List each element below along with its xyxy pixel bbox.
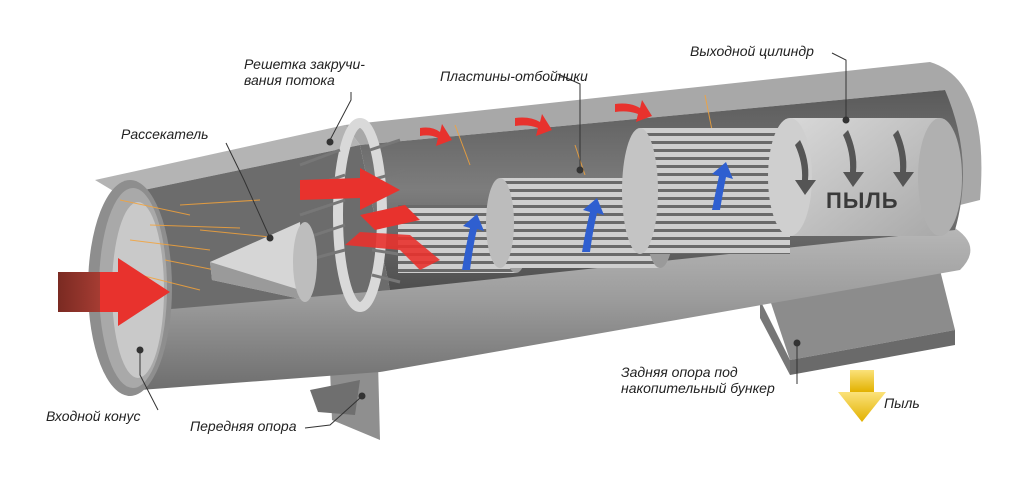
label-swirl-grate-line2: вания потока [244,72,335,88]
updraft-arrows [462,162,733,270]
label-dust-inside: ПЫЛЬ [826,188,899,213]
dust-settle-arrows [795,130,914,195]
label-outlet-cylinder: Выходной цилиндр [690,43,814,59]
label-front-support: Передняя опора [190,418,297,434]
airflow-arrows [300,100,652,270]
diffuser-cone [210,222,317,302]
label-inlet-cone: Входной конус [46,408,141,424]
label-dust-outlet: Пыль [884,395,920,411]
label-rear-support: Задняя опора под накопительный бункер [621,364,775,396]
dust-outlet-arrow [838,370,886,422]
label-rear-support-line1: Задняя опора под [621,364,738,380]
label-swirl-grate: Решетка закручи- вания потока [244,56,365,88]
label-swirl-grate-line1: Решетка закручи- [244,56,365,72]
label-deflector-plates: Пластины-отбойники [440,68,588,84]
front-support [310,362,380,440]
inlet-arrow [58,258,170,326]
label-diffuser: Рассекатель [121,126,209,142]
leader-lines [136,52,850,429]
outlet-cylinder [768,118,962,236]
deflector-drum-3 [622,128,790,254]
label-rear-support-line2: накопительный бункер [621,380,775,396]
